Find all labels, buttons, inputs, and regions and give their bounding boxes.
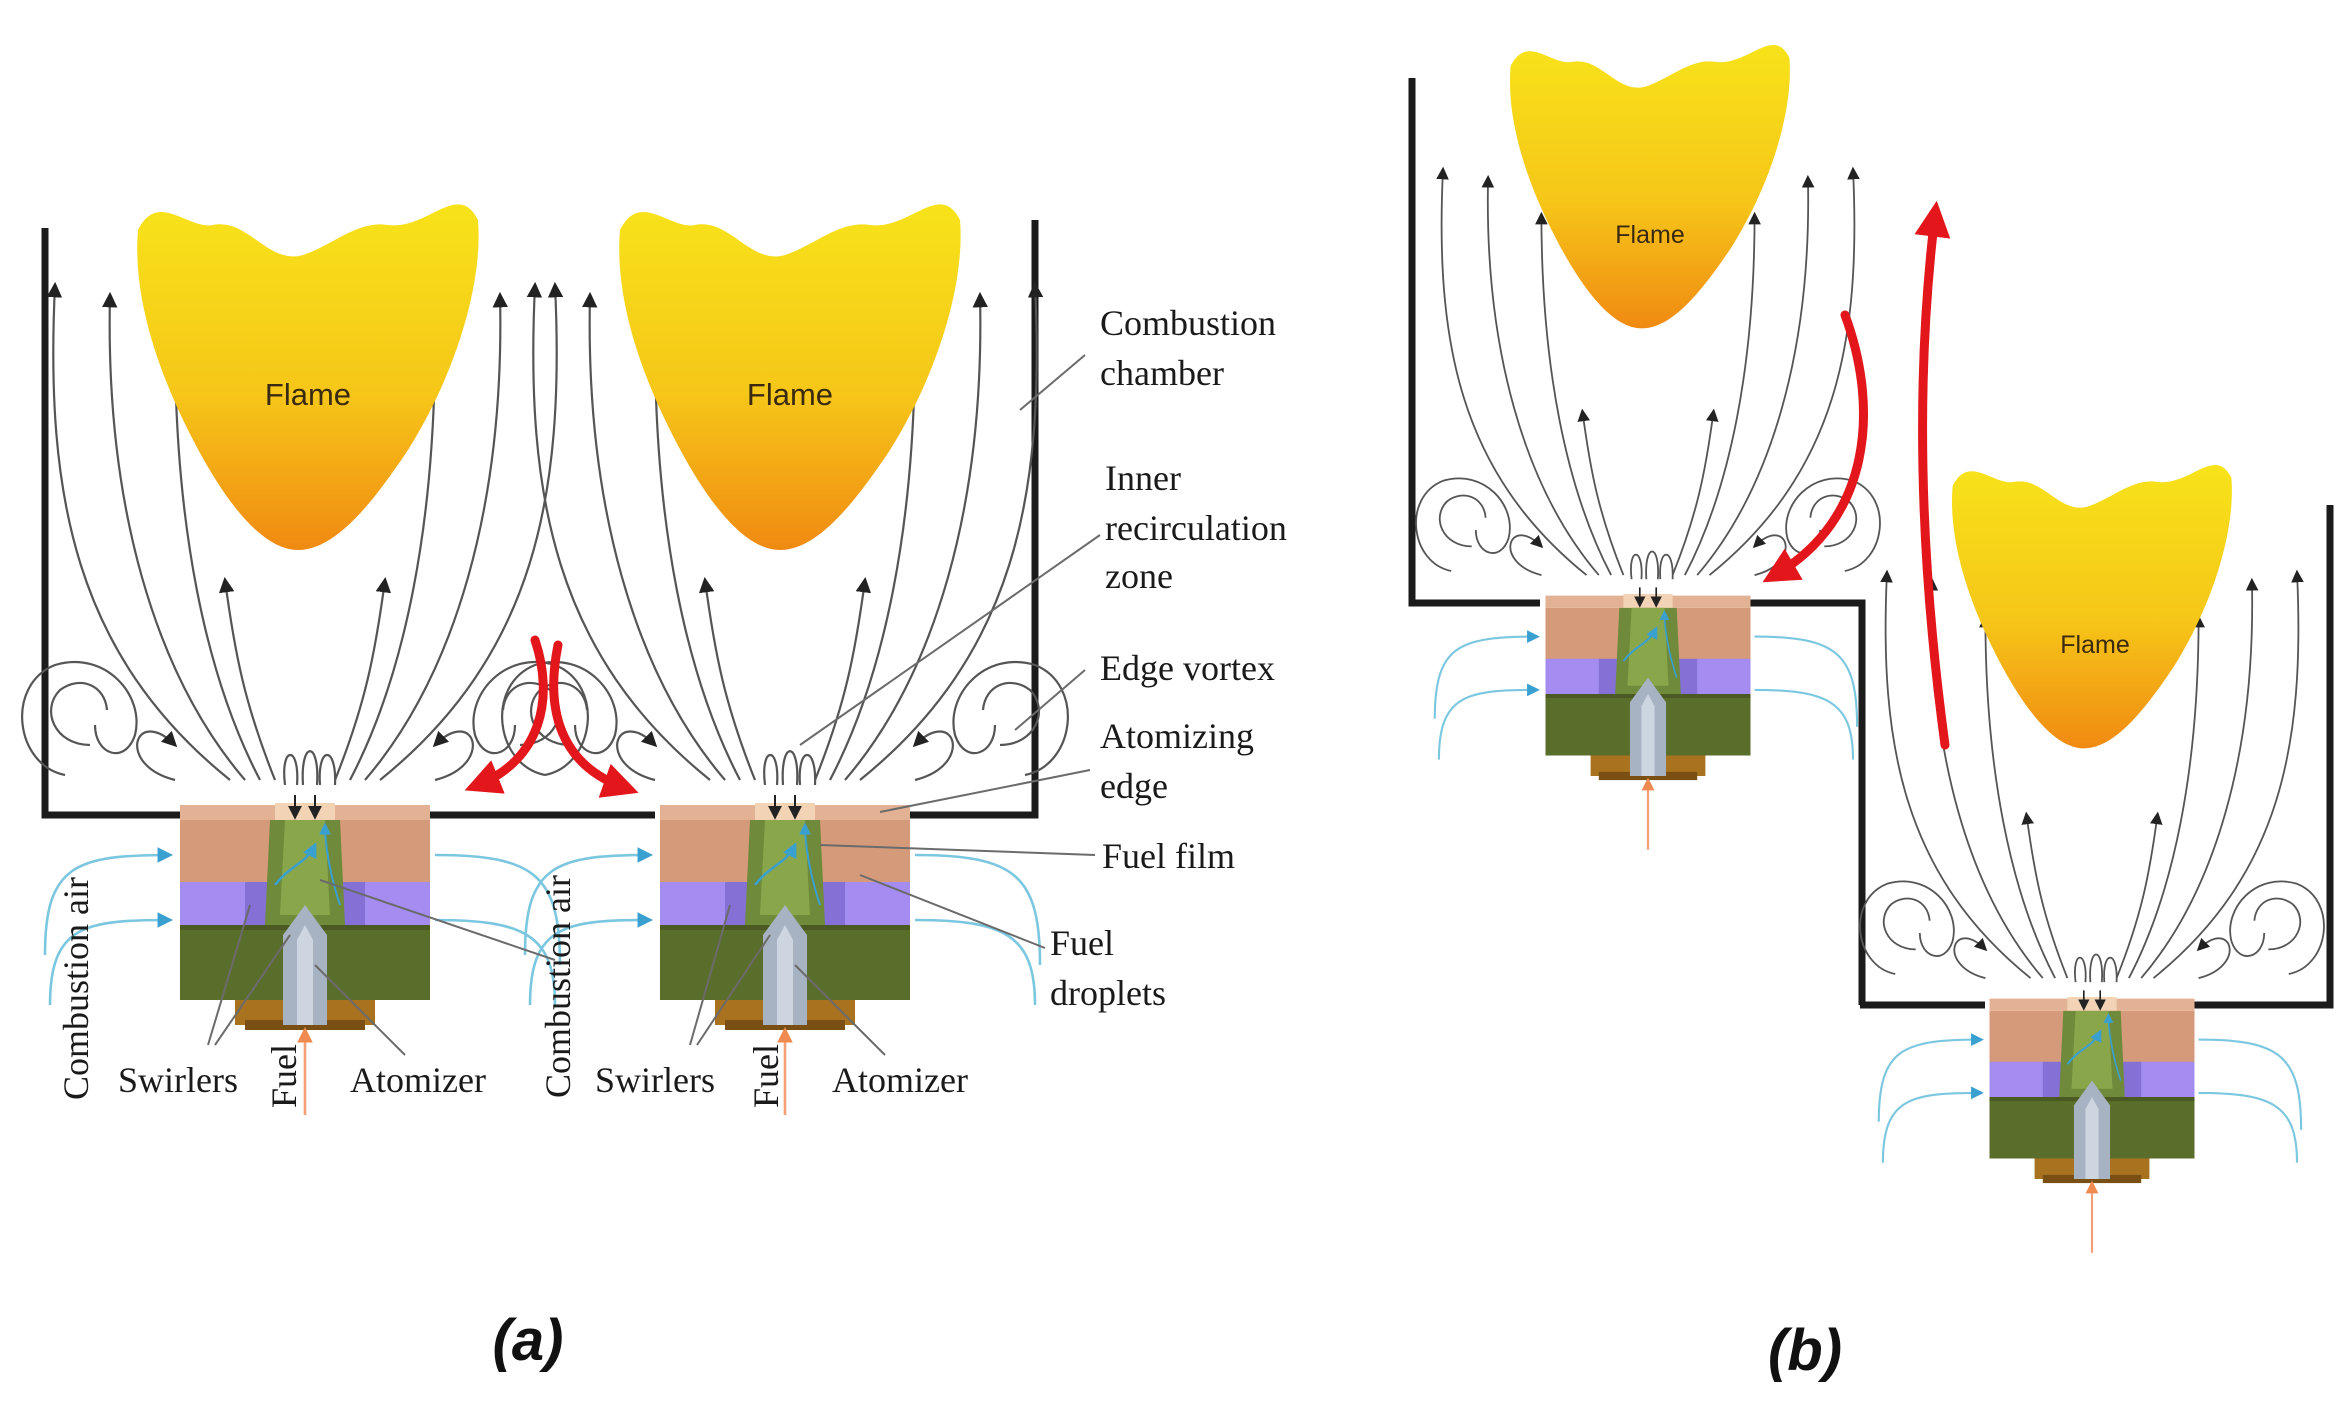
leader-atomizing-edge	[879, 769, 1091, 813]
label-fuel-left: Fuel	[264, 1044, 304, 1108]
leader-swirler-1	[207, 904, 251, 1046]
leader-fuel-droplets-2	[319, 879, 556, 961]
flame-b-upper	[1509, 44, 1790, 329]
flame-label-a-left: Flame	[265, 377, 351, 412]
leader-combustion-chamber	[1019, 354, 1086, 411]
label-atomizer-right: Atomizer	[832, 1060, 968, 1100]
flame-label-a-right: Flame	[747, 377, 833, 412]
label-inner-recirc-1: Inner	[1105, 458, 1181, 498]
red-arrow-b-down	[1762, 310, 1869, 583]
flame-label-b-lower: Flame	[2060, 631, 2129, 659]
label-atomizer-left: Atomizer	[350, 1060, 486, 1100]
label-fuel-droplets-2: droplets	[1050, 973, 1166, 1013]
label-combustion-chamber-2: chamber	[1100, 353, 1224, 393]
leader-fuel-film	[819, 844, 1096, 856]
label-inner-recirc-2: recirculation	[1105, 508, 1287, 548]
red-arrow-b-up	[1914, 200, 1951, 750]
swirler-a-right	[660, 795, 910, 1030]
label-combustion-air-left: Combustion air	[56, 877, 96, 1100]
leader-atomizer-1	[314, 964, 406, 1056]
leader-atomizer-2	[794, 964, 886, 1056]
label-swirlers-left: Swirlers	[118, 1060, 238, 1100]
leader-swirler-2	[214, 934, 291, 1046]
swirler-a-left	[180, 795, 430, 1030]
label-inner-recirc-3: zone	[1105, 556, 1173, 596]
chamber-wall-b	[1408, 78, 2334, 1009]
label-combustion-chamber-1: Combustion	[1100, 303, 1276, 343]
label-combustion-air-right: Combustion air	[538, 875, 578, 1098]
label-atomizing-edge-2: edge	[1100, 766, 1168, 806]
caption-a: (a)	[493, 1308, 564, 1373]
leader-edge-vortex	[1014, 669, 1086, 731]
label-edge-vortex: Edge vortex	[1100, 648, 1275, 688]
leader-swirler-4	[696, 934, 771, 1046]
panel-a: Flame Flame Combustion chamber Inner rec…	[22, 204, 1287, 1373]
red-arrow-a-left	[464, 635, 548, 794]
label-atomizing-edge-1: Atomizing	[1100, 716, 1254, 756]
label-fuel-film: Fuel film	[1102, 836, 1235, 876]
label-fuel-right: Fuel	[746, 1044, 786, 1108]
leader-fuel-droplets	[859, 874, 1046, 949]
caption-b: (b)	[1768, 1318, 1842, 1383]
leader-swirler-3	[689, 904, 731, 1046]
label-fuel-droplets-1: Fuel	[1050, 923, 1114, 963]
panel-b: Flame Flame (b)	[1408, 44, 2334, 1383]
red-arrow-a-right	[549, 640, 639, 798]
flame-b-lower	[1951, 464, 2232, 749]
label-swirlers-right: Swirlers	[595, 1060, 715, 1100]
swirler-b-upper	[1546, 587, 1751, 780]
swirler-b-lower	[1990, 990, 2195, 1183]
leader-inner-recirc	[799, 534, 1101, 746]
flame-label-b-upper: Flame	[1615, 221, 1684, 249]
